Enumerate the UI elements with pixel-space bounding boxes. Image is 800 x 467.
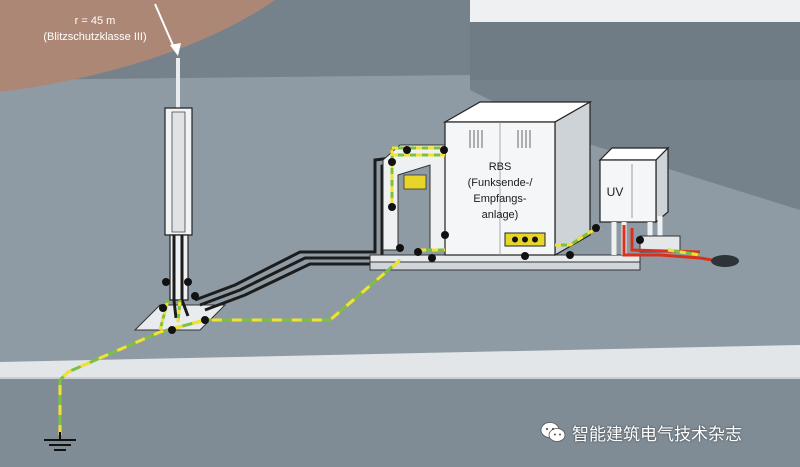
parapet-top: [0, 345, 800, 380]
connection-points: [159, 146, 644, 334]
bridge-plate: [403, 174, 427, 190]
earthing-conductor: [58, 146, 701, 435]
cable-bridge: [382, 144, 446, 251]
rbs-label-line3: Empfangs-: [473, 193, 527, 205]
rbs-side: [554, 100, 591, 257]
bar-terminal: [532, 236, 538, 243]
watermark-text: 智能建筑电气技术杂志: [572, 424, 742, 445]
rbs-label-line4: anlage): [482, 209, 519, 221]
cable-entry: [711, 255, 739, 267]
rbs-platform-side: [369, 261, 641, 271]
radius-label-line1: r = 45 m: [75, 15, 116, 27]
radius-arrowhead: [170, 43, 181, 56]
ground-symbol: [44, 432, 76, 451]
bar-terminal: [522, 236, 528, 243]
protection-zone: [0, 0, 275, 92]
uv-front: [599, 159, 657, 223]
mast-inner: [171, 111, 186, 233]
watermark: 智能建筑电气技术杂志: [540, 419, 742, 445]
uv-label: UV: [607, 185, 624, 199]
rbs-label-line2: (Funksende-/: [468, 177, 534, 189]
rbs-platform-top: [369, 254, 641, 263]
mast-base-plate: [133, 304, 227, 331]
radius-label-line2: (Blitzschutzklasse III): [43, 31, 146, 43]
upper-building-face: [470, 22, 800, 80]
power-cable: [622, 225, 713, 262]
wechat-icon: [540, 422, 566, 442]
facade: [0, 378, 800, 467]
bar-terminal: [512, 236, 518, 243]
uv-side: [655, 146, 669, 224]
roof-surface: [0, 75, 800, 378]
rbs-label-line1: RBS: [489, 161, 512, 173]
rbs-vents: [469, 130, 531, 148]
radius-arrow: [154, 3, 176, 51]
upper-building-top: [470, 0, 800, 22]
